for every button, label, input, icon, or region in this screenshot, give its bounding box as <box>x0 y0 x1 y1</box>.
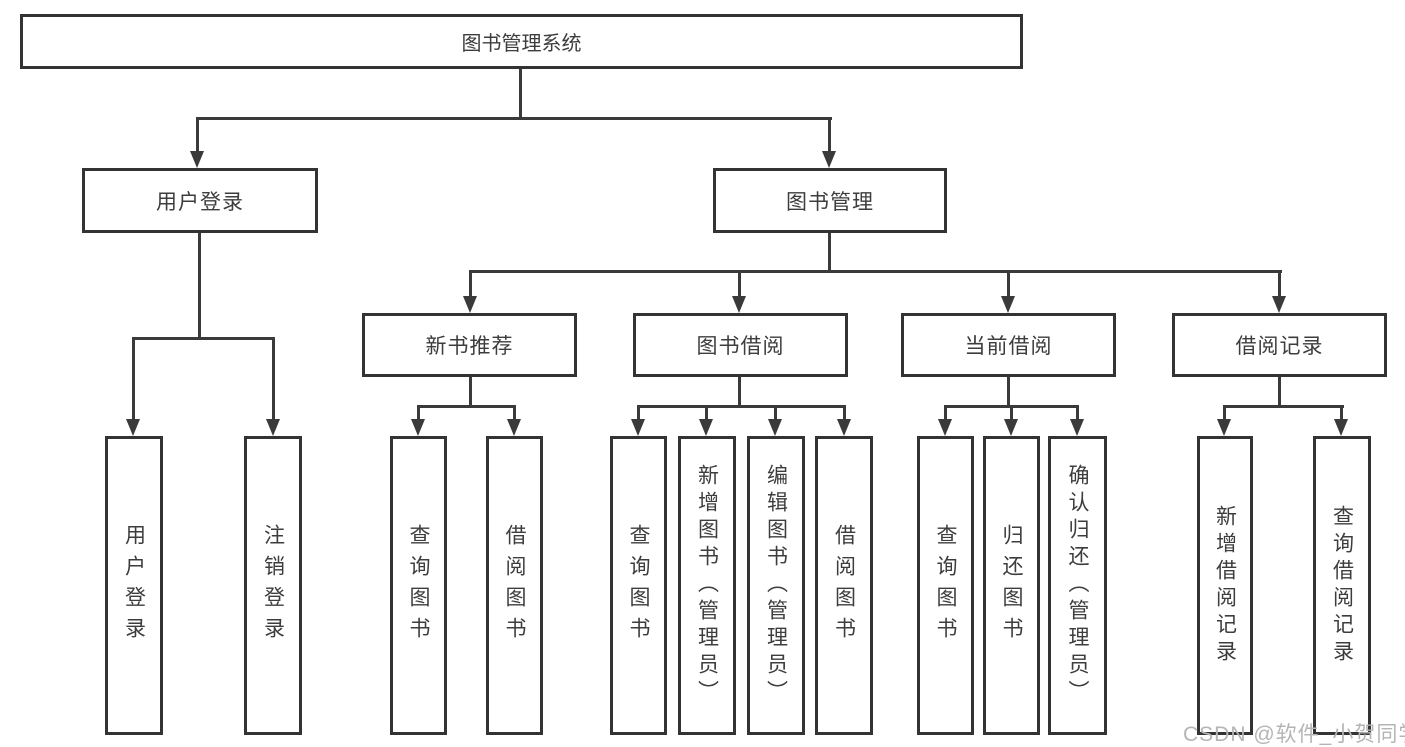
leaf-logout: 注销登录 <box>244 436 302 735</box>
arrow-down-icon <box>1070 419 1084 436</box>
arrow-down-icon <box>463 296 477 313</box>
arrow-down-icon <box>768 419 782 436</box>
connector-to-br-add <box>1223 405 1226 420</box>
connector-to-nb-query <box>417 405 420 420</box>
node-root: 图书管理系统 <box>20 14 1023 69</box>
connector-to-book-management <box>828 117 831 153</box>
node-new-book-recommend: 新书推荐 <box>362 313 577 377</box>
leaf-bb-add-books-label: 新增图书（管理员） <box>695 464 719 707</box>
node-book-borrowing-label: 图书借阅 <box>696 335 785 358</box>
leaf-bb-edit-books-label: 编辑图书（管理员） <box>764 464 788 707</box>
node-book-management-label: 图书管理 <box>786 190 874 214</box>
arrow-down-icon <box>732 296 746 313</box>
connector-to-book-borrowing <box>738 270 741 299</box>
connector-to-nb-borrow <box>513 405 516 420</box>
arrow-down-icon <box>1004 419 1018 436</box>
arrow-down-icon <box>1217 419 1231 436</box>
connector-to-leaf-user-login <box>132 337 135 420</box>
connector-user-login-stem <box>198 233 201 340</box>
connector-to-bb-borrow <box>843 405 846 420</box>
leaf-br-add-record-label: 新增借阅记录 <box>1213 504 1237 667</box>
leaf-br-query-record: 查询借阅记录 <box>1313 436 1371 735</box>
connector-to-borrowing-records <box>1278 270 1281 299</box>
arrow-down-icon <box>1272 296 1286 313</box>
node-new-book-recommend-label: 新书推荐 <box>425 335 514 358</box>
csdn-watermark: CSDN @软件_小贺同学 <box>1183 723 1405 746</box>
arrow-down-icon <box>507 419 521 436</box>
connector-to-br-query <box>1340 405 1343 420</box>
connector-root-stem <box>519 69 522 120</box>
arrow-down-icon <box>699 419 713 436</box>
arrow-down-icon <box>266 419 280 436</box>
connector-bb-crossbar <box>637 405 846 408</box>
leaf-bb-borrow-books: 借阅图书 <box>815 436 873 735</box>
arrow-down-icon <box>1334 419 1348 436</box>
leaf-bb-borrow-books-label: 借阅图书 <box>832 523 856 648</box>
connector-root-crossbar <box>196 117 832 120</box>
connector-to-current-borrowing <box>1007 270 1010 299</box>
node-book-management: 图书管理 <box>713 168 947 233</box>
connector-book-management-stem <box>828 233 831 273</box>
leaf-nb-borrow-books: 借阅图书 <box>486 436 543 735</box>
arrow-down-icon <box>938 419 952 436</box>
connector-user-login-crossbar <box>132 337 275 340</box>
leaf-cb-confirm-return: 确认归还（管理员） <box>1048 436 1107 735</box>
node-borrowing-records: 借阅记录 <box>1172 313 1387 377</box>
leaf-br-add-record: 新增借阅记录 <box>1197 436 1253 735</box>
arrow-down-icon <box>631 419 645 436</box>
leaf-nb-borrow-books-label: 借阅图书 <box>503 523 527 648</box>
leaf-cb-query-books: 查询图书 <box>917 436 974 735</box>
arrow-down-icon <box>837 419 851 436</box>
arrow-down-icon <box>126 419 140 436</box>
leaf-user-login-label: 用户登录 <box>122 523 146 648</box>
connector-to-bb-query <box>637 405 640 420</box>
leaf-bb-edit-books: 编辑图书（管理员） <box>747 436 805 735</box>
connector-to-bb-add <box>705 405 708 420</box>
connector-to-bb-edit <box>774 405 777 420</box>
connector-nb-stem <box>469 377 472 408</box>
leaf-br-query-record-label: 查询借阅记录 <box>1330 504 1354 667</box>
leaf-cb-return-books: 归还图书 <box>983 436 1040 735</box>
node-current-borrowing-label: 当前借阅 <box>964 335 1053 358</box>
node-current-borrowing: 当前借阅 <box>901 313 1116 377</box>
connector-to-leaf-logout <box>272 337 275 420</box>
connector-cb-stem <box>1007 377 1010 408</box>
connector-to-user-login <box>196 117 199 153</box>
node-user-login-label: 用户登录 <box>156 190 244 214</box>
arrow-down-icon <box>411 419 425 436</box>
node-borrowing-records-label: 借阅记录 <box>1235 335 1324 358</box>
connector-to-cb-query <box>944 405 947 420</box>
arrow-down-icon <box>822 151 836 168</box>
arrow-down-icon <box>1001 296 1015 313</box>
leaf-bb-query-books-label: 查询图书 <box>627 523 651 648</box>
leaf-cb-query-books-label: 查询图书 <box>934 523 958 648</box>
leaf-nb-query-books-label: 查询图书 <box>407 523 431 648</box>
connector-bb-stem <box>738 377 741 408</box>
connector-to-cb-return <box>1010 405 1013 420</box>
leaf-cb-return-books-label: 归还图书 <box>1000 523 1024 648</box>
connector-book-management-crossbar <box>469 270 1282 273</box>
arrow-down-icon <box>190 151 204 168</box>
connector-br-stem <box>1278 377 1281 408</box>
connector-to-cb-confirm <box>1076 405 1079 420</box>
connector-nb-crossbar <box>417 405 516 408</box>
node-root-label: 图书管理系统 <box>461 33 582 55</box>
leaf-bb-query-books: 查询图书 <box>610 436 667 735</box>
node-user-login: 用户登录 <box>82 168 318 233</box>
leaf-cb-confirm-return-label: 确认归还（管理员） <box>1066 464 1090 707</box>
leaf-nb-query-books: 查询图书 <box>390 436 447 735</box>
leaf-logout-label: 注销登录 <box>261 523 285 648</box>
leaf-bb-add-books: 新增图书（管理员） <box>678 436 736 735</box>
node-book-borrowing: 图书借阅 <box>633 313 848 377</box>
connector-to-new-book-recommend <box>469 270 472 299</box>
connector-br-crossbar <box>1223 405 1344 408</box>
leaf-user-login: 用户登录 <box>105 436 163 735</box>
